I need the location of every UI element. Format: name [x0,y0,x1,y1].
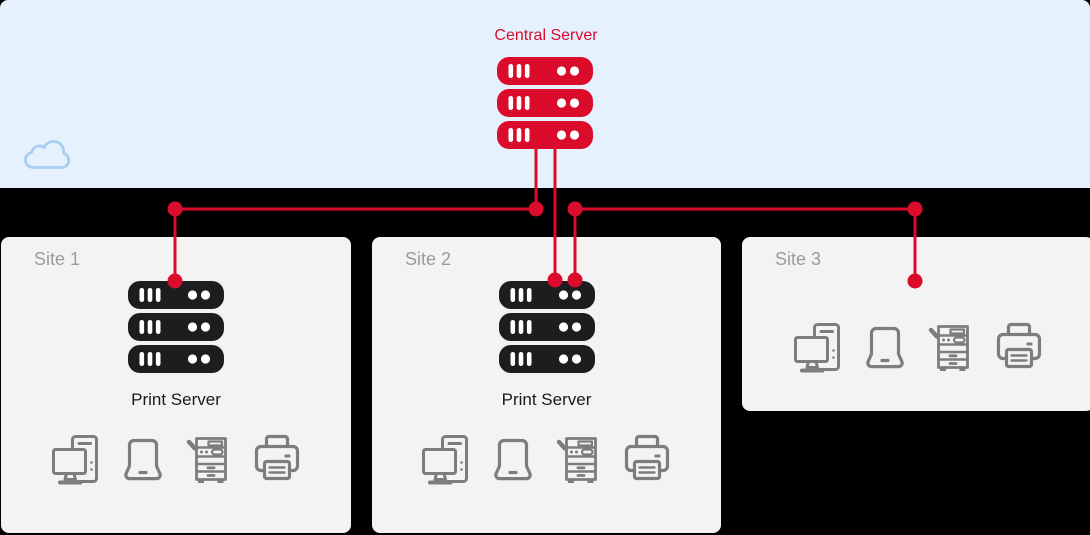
site-1-devices [1,433,351,485]
laptop-icon [489,433,537,485]
site-3-devices [742,321,1090,373]
desktop-computer-icon [52,433,100,485]
printer-icon [253,433,301,485]
site-2-devices [372,433,721,485]
desktop-computer-icon [422,433,470,485]
site-3-card: Site 3 [742,237,1090,411]
desktop-computer-icon [794,321,842,373]
print-server-label: Print Server [131,390,221,409]
site-2-label: Site 2 [405,249,452,269]
print-server-label: Print Server [501,390,592,409]
print-server-stack-icon [128,281,224,373]
cloud-icon [20,138,74,172]
laptop-icon [119,433,167,485]
print-server-stack-icon [499,281,595,373]
copier-icon [556,433,604,485]
site-1-card: Site 1 Print Server [1,237,351,533]
laptop-icon [861,321,909,373]
site-2-card: Site 2 Print Server [372,237,721,533]
printer-icon [623,433,671,485]
site-1-label: Site 1 [34,249,81,269]
copier-icon [928,321,976,373]
site-3-label: Site 3 [775,249,822,269]
central-server-stack-icon [497,57,593,149]
printer-icon [995,321,1043,373]
central-server-label: Central Server [494,27,598,44]
copier-icon [186,433,234,485]
